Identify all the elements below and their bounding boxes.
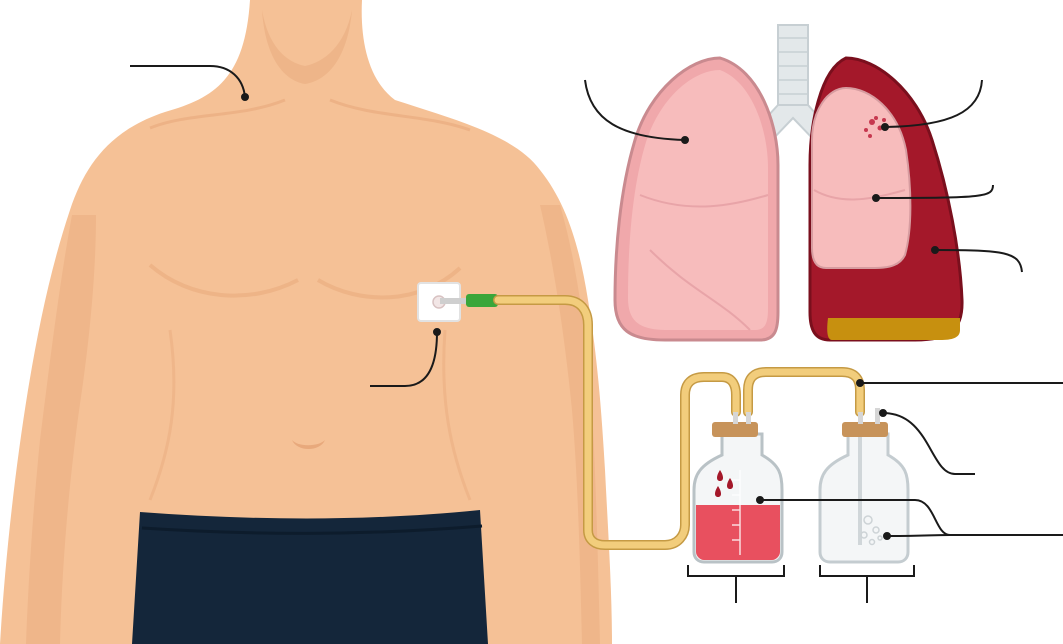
water-seal-bottle-glass <box>820 434 908 562</box>
leader-dot-air-vent <box>880 410 886 416</box>
leader-dot-lesion <box>882 124 888 130</box>
leader-dot-collected-fluid <box>757 497 763 503</box>
torso-illustration <box>0 0 612 644</box>
leader-dot-normal-lung <box>682 137 688 143</box>
leader-dot-water-seal <box>884 533 890 539</box>
tube-bridge-outline <box>748 372 860 412</box>
water-seal-bottle <box>820 408 908 562</box>
collection-outlet-pipe <box>746 412 751 424</box>
lungs-illustration <box>615 25 962 340</box>
pleural-fluid-level <box>827 318 960 340</box>
affected-lung <box>810 58 962 340</box>
collection-fluid <box>696 505 780 560</box>
bracket-collection-bottle <box>688 565 784 603</box>
bracket-water-seal-bottle <box>820 565 914 603</box>
collection-bottle-cork <box>712 422 758 437</box>
leader-dot-tubing <box>857 380 863 386</box>
water-seal-inlet-pipe <box>858 412 863 424</box>
leader-dot-blood <box>932 247 938 253</box>
air-vent-pipe <box>875 408 880 424</box>
collection-inlet-pipe <box>733 412 738 424</box>
leader-dot-chest <box>242 94 248 100</box>
leader-dot-collapsed-lung <box>873 195 879 201</box>
water-seal-bottle-cork <box>842 422 888 437</box>
leader-line-water-seal <box>887 535 950 536</box>
collection-bottle <box>694 412 782 562</box>
chest-drain-dressing-icon <box>418 283 468 321</box>
normal-lung <box>615 58 778 340</box>
leader-line-collected-fluid <box>760 500 1063 535</box>
leader-dot-insertion-site <box>434 329 440 335</box>
tube-bridge <box>748 372 860 412</box>
